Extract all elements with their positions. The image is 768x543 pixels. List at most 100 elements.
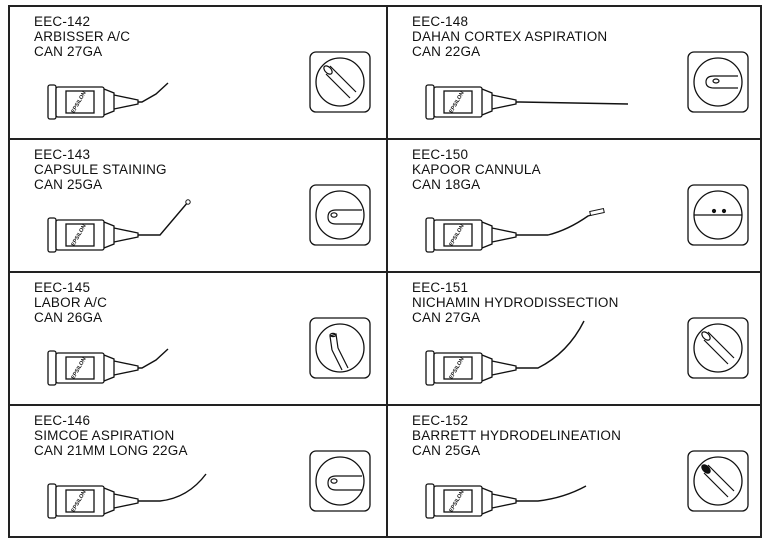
cannula-shaft — [516, 101, 629, 105]
cannula-shaft — [138, 82, 169, 103]
cannula-shaft — [516, 485, 587, 502]
product-cell: EEC-151 NICHAMIN HYDRODISSECTION CAN 27G… — [388, 273, 764, 406]
product-spec: CAN 25GA — [34, 177, 103, 192]
product-cell: EEC-145 LABOR A/C CAN 26GA EPSILON — [10, 273, 386, 406]
needle-port — [330, 212, 338, 218]
inset-frame — [687, 317, 749, 379]
cannula-drawing: EPSILON — [47, 51, 371, 120]
cannula-hub — [47, 217, 139, 253]
inset-frame — [687, 184, 749, 246]
hub-label-box — [65, 90, 95, 114]
hub-flange — [47, 350, 57, 386]
cannula-hub — [425, 483, 517, 519]
cannula-drawing: EPSILON — [425, 184, 749, 253]
hub-flange — [425, 350, 435, 386]
needle-port — [712, 78, 720, 84]
tip-detail-inset — [309, 184, 371, 246]
tip-detail-inset — [309, 51, 371, 113]
hub-flange — [47, 483, 57, 519]
product-code: EEC-150 — [412, 147, 469, 162]
inset-frame — [309, 450, 371, 512]
cannula-drawing: EPSILON — [425, 51, 749, 120]
hub-taper — [491, 360, 517, 376]
tip-detail-inset — [309, 450, 371, 512]
product-label: EEC-152 BARRETT HYDRODELINEATION CAN 25G… — [412, 413, 621, 458]
product-cell: EEC-150 KAPOOR CANNULA CAN 18GA EPSILON — [388, 140, 764, 273]
inset-frame — [687, 450, 749, 512]
hub-taper — [113, 227, 139, 243]
inset-circle — [693, 323, 743, 373]
product-grid: EEC-142 ARBISSER A/C CAN 27GA EPSILON EE… — [8, 5, 762, 538]
cannula-drawing: EPSILON — [47, 317, 371, 386]
hub-shoulder — [481, 88, 493, 116]
tip-detail-inset — [687, 317, 749, 379]
row-divider — [10, 271, 760, 273]
row-divider — [10, 138, 760, 140]
product-label: EEC-148 DAHAN CORTEX ASPIRATION CAN 22GA — [412, 14, 607, 59]
product-code: EEC-151 — [412, 280, 469, 295]
hub-label-box — [443, 356, 473, 380]
product-name: NICHAMIN HYDRODISSECTION — [412, 295, 619, 310]
cannula-shaft — [138, 473, 207, 502]
cannula-shaft — [138, 348, 169, 369]
needle-bent-end — [329, 333, 339, 351]
product-spec: CAN 21MM LONG 22GA — [34, 443, 188, 458]
product-cell: EEC-143 CAPSULE STAINING CAN 25GA EPSILO… — [10, 140, 386, 273]
product-name: BARRETT HYDRODELINEATION — [412, 428, 622, 443]
tip-detail-icon — [701, 331, 735, 365]
cannula-flat-tip — [589, 207, 605, 217]
product-spec: CAN 26GA — [34, 310, 103, 325]
needle-shaft — [705, 75, 738, 89]
cannula-drawing: EPSILON — [47, 450, 371, 519]
product-spec: CAN 25GA — [412, 443, 481, 458]
tip-detail-icon — [329, 332, 349, 371]
cannula-hub — [47, 350, 139, 386]
product-spec: CAN 22GA — [412, 44, 481, 59]
product-spec: CAN 18GA — [412, 177, 481, 192]
cannula-hub — [47, 84, 139, 120]
tip-detail-icon — [705, 75, 738, 89]
product-label: EEC-150 KAPOOR CANNULA CAN 18GA — [412, 147, 541, 192]
product-cell: EEC-146 SIMCOE ASPIRATION CAN 21MM LONG … — [10, 406, 386, 539]
product-label: EEC-151 NICHAMIN HYDRODISSECTION CAN 27G… — [412, 280, 619, 325]
cannula-drawing: EPSILON — [425, 317, 749, 386]
cannula-hub — [425, 84, 517, 120]
cannula-drawing: EPSILON — [47, 184, 371, 253]
needle-hole — [721, 208, 727, 214]
needle-bevel — [701, 331, 711, 341]
hub-shoulder — [481, 354, 493, 382]
hub-flange — [47, 217, 57, 253]
product-label: EEC-146 SIMCOE ASPIRATION CAN 21MM LONG … — [34, 413, 188, 458]
product-name: LABOR A/C — [34, 295, 108, 310]
needle-shaft — [325, 65, 357, 99]
tip-detail-icon — [323, 65, 357, 99]
tip-detail-inset — [309, 317, 371, 379]
tip-detail-inset — [687, 450, 749, 512]
needle-shaft — [327, 209, 362, 225]
tip-detail-inset — [687, 51, 749, 113]
product-code: EEC-142 — [34, 14, 91, 29]
tip-detail-icon — [327, 475, 362, 491]
hub-shoulder — [103, 487, 115, 515]
needle-bevel — [323, 65, 333, 75]
needle-shaft — [331, 347, 349, 371]
product-label: EEC-143 CAPSULE STAINING CAN 25GA — [34, 147, 167, 192]
hub-taper — [113, 94, 139, 110]
needle-shaft — [327, 475, 362, 491]
inset-frame — [309, 184, 371, 246]
hub-taper — [491, 493, 517, 509]
product-label: EEC-145 LABOR A/C CAN 26GA — [34, 280, 107, 325]
needle-bevel — [329, 332, 337, 338]
cannula-drawing: EPSILON — [425, 450, 749, 519]
hub-label-box — [65, 489, 95, 513]
inset-circle — [315, 323, 365, 373]
cannula-hub — [425, 217, 517, 253]
hub-taper — [491, 227, 517, 243]
hub-label-box — [443, 90, 473, 114]
product-code: EEC-146 — [34, 413, 91, 428]
hub-taper — [113, 360, 139, 376]
needle-shaft — [703, 464, 735, 498]
inset-circle — [315, 456, 365, 506]
needle-shaft — [703, 331, 735, 365]
cannula-shaft — [516, 320, 585, 369]
